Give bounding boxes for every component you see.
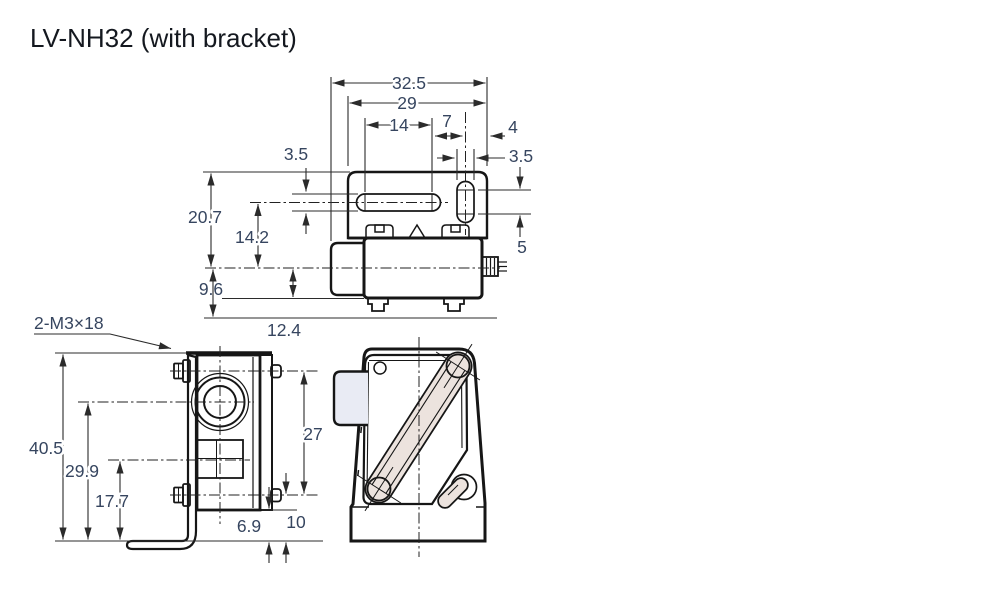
- cable-pigtail: [498, 261, 507, 272]
- dim-slot-to-hole: 7: [435, 109, 463, 140]
- screw-note: 2-M3×18: [32, 311, 172, 350]
- screw-note-label: 2-M3×18: [34, 313, 104, 333]
- dim-center-to-bottom-label: 9.6: [199, 279, 223, 299]
- dim-plate-to-center-label: 20.7: [188, 207, 222, 227]
- front-view-centerlines: [78, 346, 318, 524]
- dim-slot-length-label: 14: [389, 115, 409, 135]
- dim-screw-to-base: 10: [282, 473, 308, 563]
- dim-center-to-mount: 12.4: [209, 269, 304, 343]
- dim-slot-center-to-center: 14.2: [232, 204, 272, 267]
- front-view: 2-M3×18 40.5 29.9 17.7 27 1: [26, 311, 325, 563]
- top-view-dimensions: 32.5 29 14 7 4 3.5: [185, 71, 536, 343]
- index-triangle: [407, 223, 427, 239]
- dim-screw-pitch: 27: [300, 372, 325, 494]
- front-view-dimensions: 2-M3×18 40.5 29.9 17.7 27 1: [26, 311, 325, 563]
- dim-slot-to-hole-label: 7: [442, 111, 452, 131]
- dim-vslot-width-label: 3.5: [509, 146, 533, 166]
- lens-barrel-side: [332, 370, 368, 427]
- indicator-hole: [373, 361, 387, 375]
- dim-screw-pitch-label: 27: [303, 424, 322, 444]
- dim-slot-length: 14: [366, 113, 431, 138]
- dim-center-to-mount-label: 12.4: [267, 320, 301, 340]
- top-view-extension-lines: [203, 77, 531, 319]
- top-view: 32.5 29 14 7 4 3.5: [185, 71, 536, 343]
- dim-slot-center-to-center-label: 14.2: [235, 227, 269, 247]
- dim-vslot-width: 3.5: [437, 144, 536, 169]
- bracket-screw-lower: [356, 466, 402, 512]
- dim-hole-to-edge: 4: [490, 115, 521, 140]
- dim-hslot-width: 3.5: [281, 142, 311, 234]
- page-title: LV-NH32 (with bracket): [30, 23, 297, 53]
- dim-face-to-lens-center: 6.9: [234, 487, 273, 563]
- side-view: [332, 337, 487, 557]
- dim-overall-height-label: 40.5: [29, 438, 63, 458]
- l-bracket: [125, 353, 198, 551]
- cable-gland: [437, 473, 478, 509]
- plate-notches: [365, 223, 470, 239]
- lens-barrel-top: [329, 241, 366, 297]
- dim-plate-width-label: 29: [397, 93, 416, 113]
- dim-lens-center-height: 29.9: [62, 403, 102, 540]
- dim-screw-to-base-label: 10: [286, 512, 306, 532]
- dim-overall-width-label: 32.5: [392, 73, 426, 93]
- dim-plate-width: 29: [349, 91, 486, 116]
- dim-vslot-pitch-label: 5: [517, 237, 527, 257]
- top-view-centerlines: [205, 112, 500, 269]
- dim-hslot-width-label: 3.5: [284, 144, 308, 164]
- dim-face-to-lens-center-label: 6.9: [237, 516, 261, 536]
- dim-hole-to-edge-label: 4: [508, 117, 518, 137]
- bracket-screw-upper: [435, 343, 481, 389]
- side-view-housing: [349, 347, 487, 543]
- dim-lens-center-height-label: 29.9: [65, 461, 99, 481]
- dim-vslot-pitch: 5: [515, 167, 529, 260]
- dim-display-center-height-label: 17.7: [95, 491, 129, 511]
- dim-plate-to-center: 20.7: [185, 173, 225, 267]
- dim-display-center-height: 17.7: [92, 461, 132, 540]
- front-view-extension-lines: [55, 352, 323, 542]
- dim-overall-height: 40.5: [26, 354, 67, 540]
- dim-overall-width: 32.5: [332, 71, 486, 96]
- mounting-feet: [367, 297, 465, 312]
- far-edge-strip: [259, 354, 273, 511]
- top-view-geometry: [329, 170, 507, 312]
